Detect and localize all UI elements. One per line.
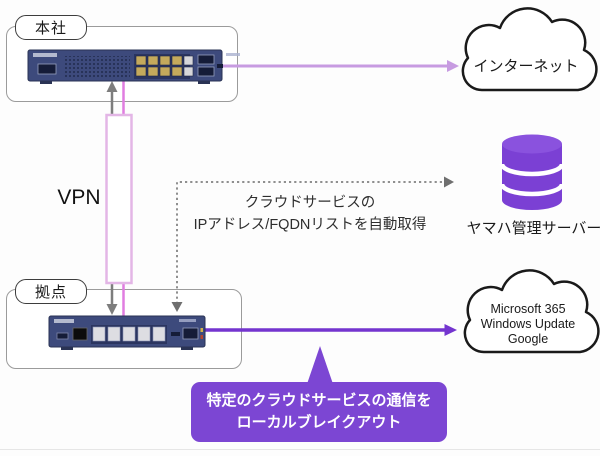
- hq-zone-label: 本社: [15, 15, 87, 40]
- callout-line1: 特定のクラウドサービスの通信を: [206, 391, 432, 409]
- vpn-tube: [105, 113, 133, 285]
- cloud-list-note: クラウドサービスの IPアドレス/FQDNリストを自動取得: [168, 192, 452, 236]
- internet-cloud-label: インターネット: [473, 58, 579, 75]
- branch-zone-label-text: 拠点: [34, 284, 67, 301]
- internet-arrow: [222, 60, 459, 72]
- saas-cloud-label: Microsoft 365 Windows Update Google: [460, 302, 596, 347]
- breakout-arrow: [204, 324, 457, 336]
- internet-cloud-icon: [461, 7, 598, 92]
- branch-router-icon: [48, 315, 206, 350]
- dotted-connector: [171, 176, 454, 312]
- saas-line-2: Windows Update: [480, 317, 576, 331]
- database-icon: [499, 134, 565, 210]
- hq-zone-label-text: 本社: [34, 20, 67, 37]
- vpn-label: VPN: [57, 186, 101, 209]
- saas-line-1: Microsoft 365: [490, 302, 566, 316]
- figure-bottom-border: [0, 449, 600, 450]
- callout-banner: 特定のクラウドサービスの通信を ローカルブレイクアウト: [191, 382, 447, 442]
- management-server-label: ヤマハ管理サーバー: [466, 220, 600, 237]
- callout-line2: ローカルブレイクアウト: [236, 414, 402, 431]
- callout-pointer: [307, 346, 333, 384]
- hq-router-icon: [27, 49, 240, 84]
- branch-zone-label: 拠点: [15, 279, 87, 304]
- saas-line-3: Google: [507, 332, 549, 346]
- cloud-list-note-line1: クラウドサービスの: [244, 195, 376, 211]
- saas-cloud-icon: [463, 269, 600, 354]
- cloud-list-note-line2: IPアドレス/FQDNリストを自動取得: [193, 217, 427, 234]
